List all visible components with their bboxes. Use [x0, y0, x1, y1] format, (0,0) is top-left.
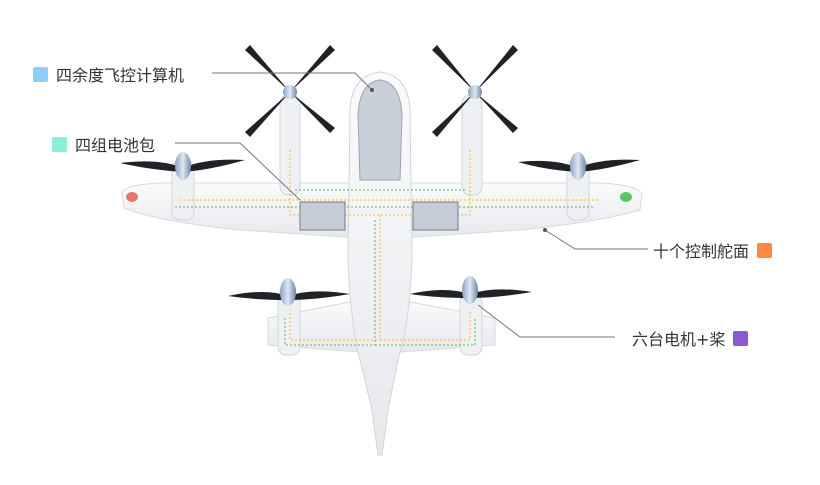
leader-battery: [175, 142, 301, 201]
battery-pack-right: [412, 201, 459, 231]
prop-left-wing: [120, 159, 245, 172]
boom-right-front: [461, 94, 483, 196]
leader-control-surfaces: [544, 229, 648, 250]
control-surfaces-text: 十个控制舵面: [653, 242, 750, 261]
flight-computer-swatch: [33, 66, 48, 82]
prop-right-wing: [518, 159, 640, 172]
canopy: [357, 79, 403, 181]
label-flight-computer: 四余度飞控计算机: [33, 62, 184, 86]
control-surfaces-swatch: [757, 242, 773, 258]
flight-computer-text: 四余度飞控计算机: [56, 66, 185, 85]
label-motors: 六台电机+桨: [632, 326, 749, 350]
label-control-surfaces: 十个控制舵面: [653, 238, 773, 262]
rotor-front-left: [245, 45, 335, 137]
rotor-front-right: [432, 45, 518, 137]
motors-text: 六台电机+桨: [632, 330, 726, 349]
battery-pack-left: [299, 201, 346, 231]
battery-swatch: [52, 136, 67, 152]
label-battery: 四组电池包: [52, 132, 155, 156]
motors-swatch: [733, 330, 749, 346]
leader-motors: [477, 304, 615, 338]
leader-flight-computer: [212, 72, 373, 91]
battery-text: 四组电池包: [75, 136, 156, 155]
boom-right-rear: [459, 294, 483, 356]
